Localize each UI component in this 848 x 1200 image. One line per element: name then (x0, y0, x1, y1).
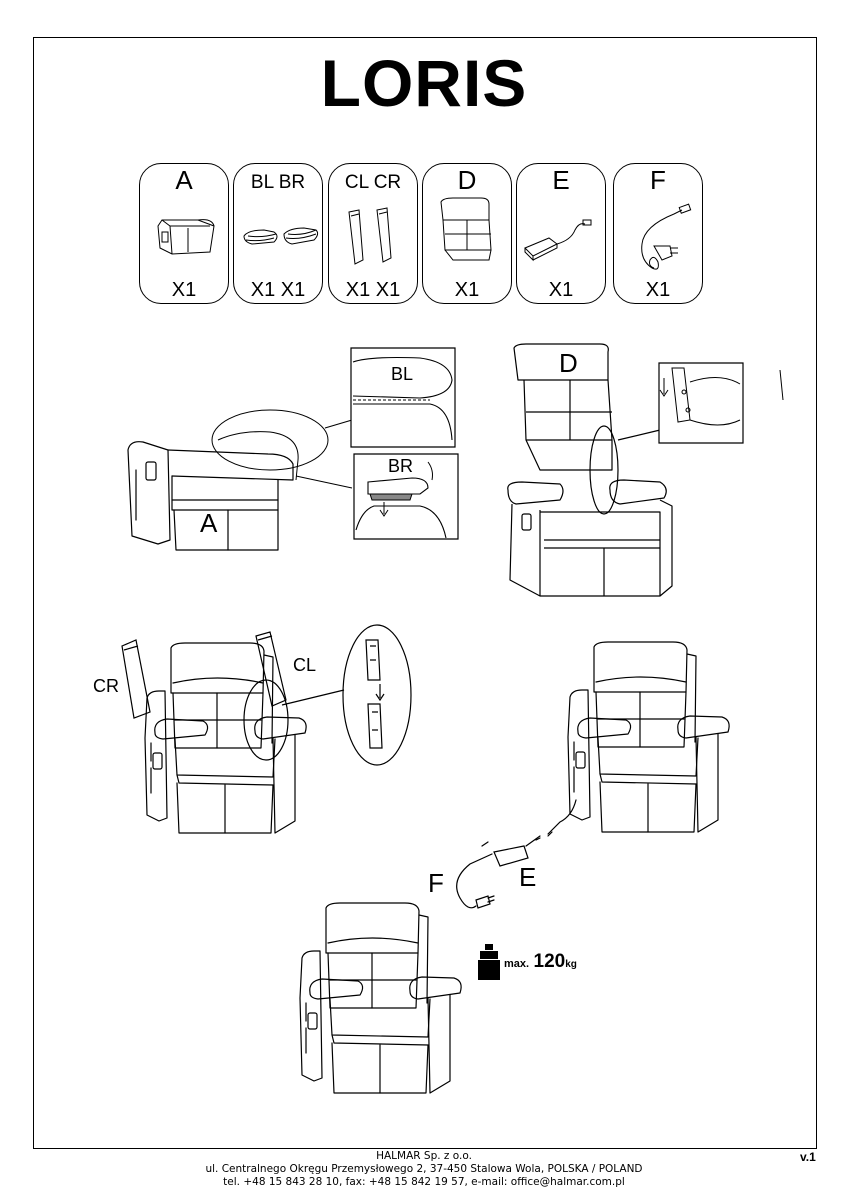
step4-cable-label: F (428, 868, 444, 898)
step4-adapter-label: E (519, 862, 537, 892)
part-card-bl-br: BL BR X1 X1 (233, 163, 323, 304)
max-load-unit: kg (565, 959, 577, 970)
armchair-base-icon (140, 164, 230, 305)
part-quantity: X1 X1 (345, 279, 401, 301)
step3-cr-label: CR (93, 676, 119, 696)
footer-address: ul. Centralnego Okręgu Przemysłowego 2, … (205, 1163, 643, 1175)
part-code: A (175, 165, 193, 195)
max-load-value: 120 (533, 951, 566, 972)
max-load-text: max. 120kg (504, 951, 577, 973)
max-load-prefix: max. (504, 958, 530, 970)
step1-detail-bl-label: BL (391, 364, 414, 384)
part-code: CL CR (344, 172, 402, 193)
part-quantity: X1 (645, 279, 671, 301)
part-code: F (650, 165, 666, 195)
backrest-icon (423, 164, 513, 305)
armrest-covers-icon (234, 164, 324, 305)
part-card-e: E X1 (516, 163, 606, 304)
power-cable-icon (614, 164, 704, 305)
step1-detail-br-label: BR (388, 456, 414, 476)
power-adapter-icon (517, 164, 607, 305)
version-label: v.1 (800, 1150, 816, 1164)
footer-contact: tel. +48 15 843 28 10, fax: +48 15 842 1… (223, 1176, 625, 1188)
part-quantity: X1 (454, 279, 480, 301)
weight-icon (478, 944, 500, 980)
part-code: D (457, 165, 477, 195)
part-card-f: F X1 (613, 163, 703, 304)
step1-base-label: A (200, 508, 218, 538)
page-title: LORIS (320, 46, 528, 120)
footer-company: HALMAR Sp. z o.o. (376, 1150, 472, 1162)
part-quantity: X1 (548, 279, 574, 301)
part-card-a: A X1 (139, 163, 229, 304)
step2-backrest-label: D (559, 348, 578, 378)
part-code: E (552, 165, 570, 195)
part-quantity: X1 X1 (250, 279, 306, 301)
part-card-d: D X1 (422, 163, 512, 304)
page-border (33, 37, 817, 1149)
part-code: BL BR (250, 172, 306, 193)
side-panels-icon (329, 164, 419, 305)
step3-cl-label: CL (293, 655, 317, 675)
part-quantity: X1 (171, 279, 197, 301)
footer: HALMAR Sp. z o.o. ul. Centralnego Okręgu… (0, 1150, 848, 1189)
part-card-cl-cr: CL CR X1 X1 (328, 163, 418, 304)
